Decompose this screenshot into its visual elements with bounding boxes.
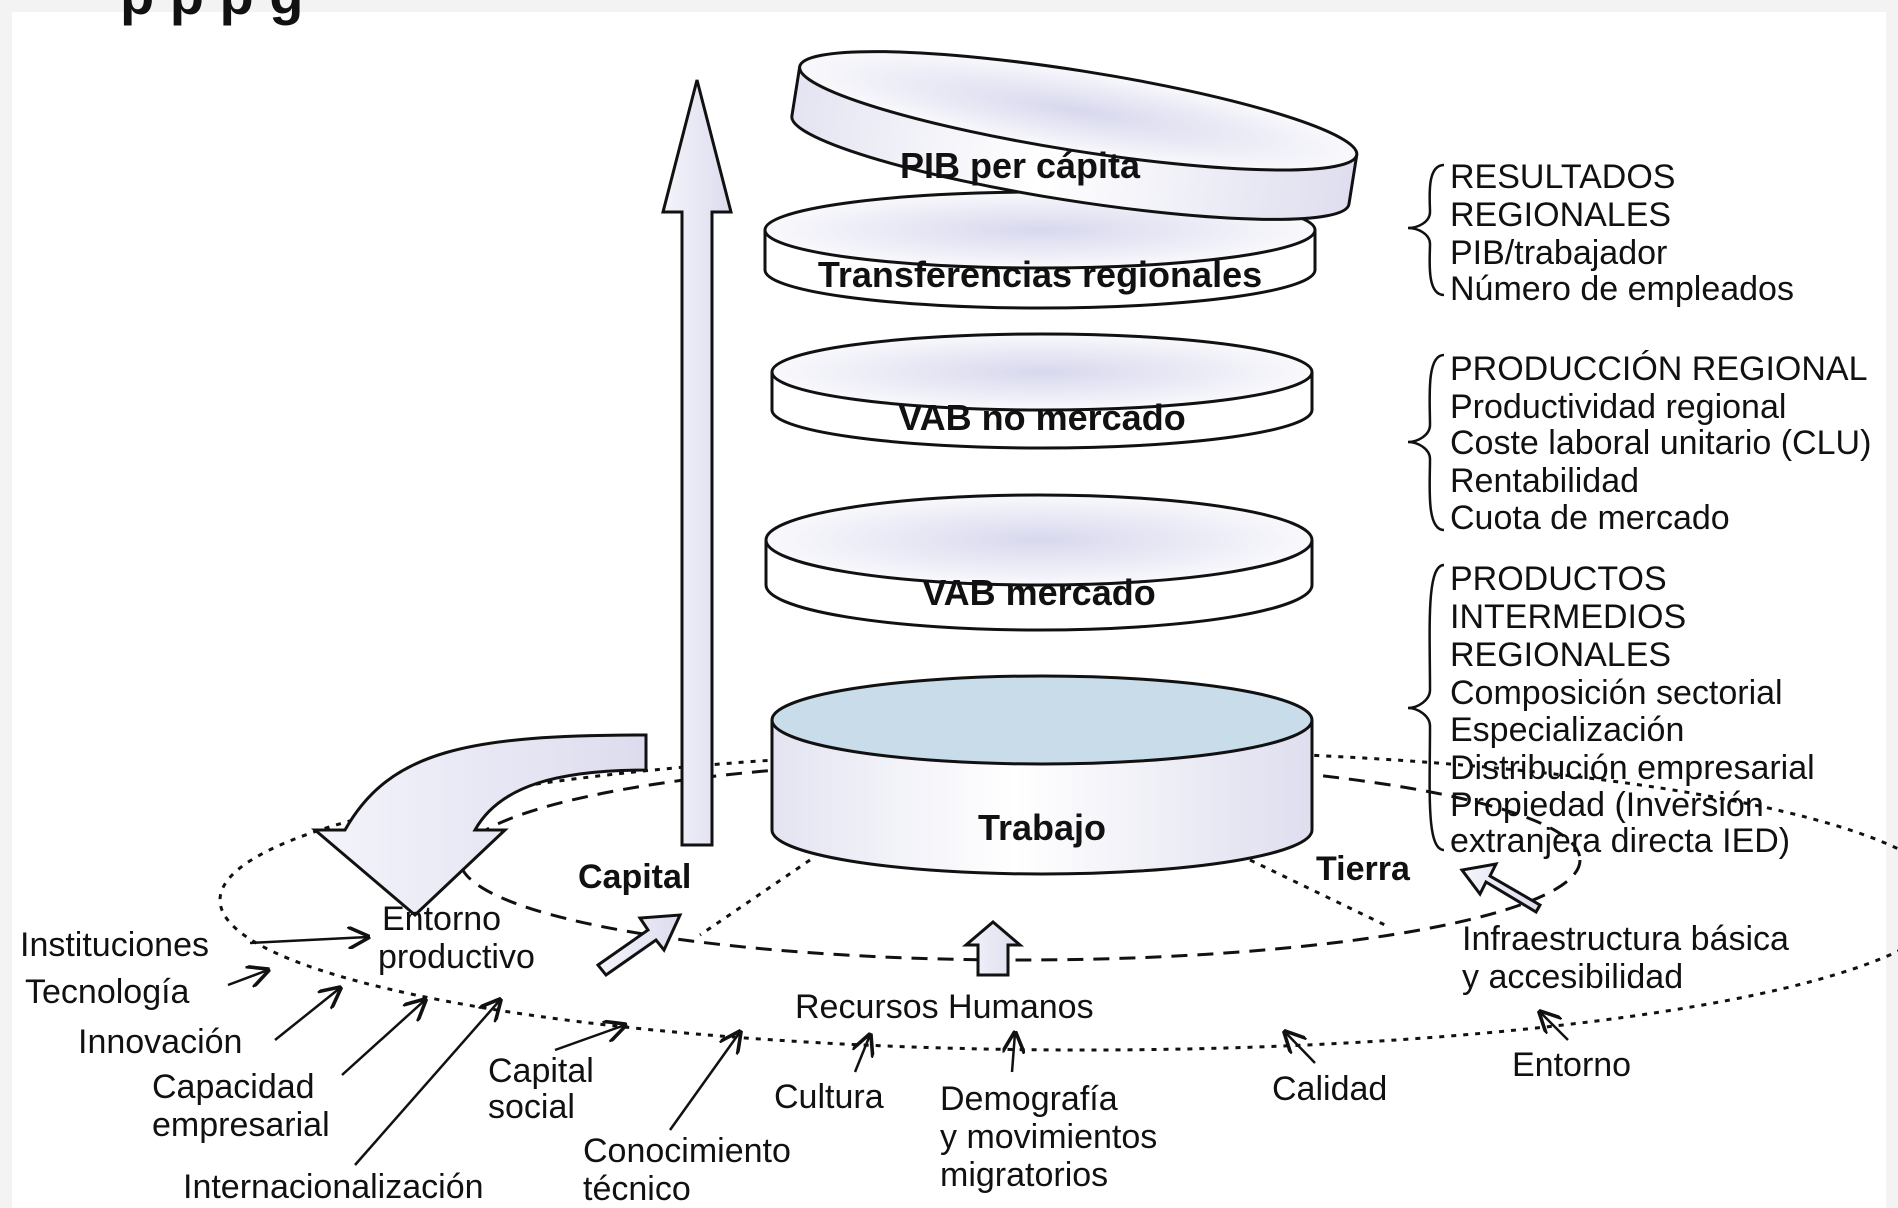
productos-group: PRODUCTOS INTERMEDIOS REGIONALES Composi… [1407, 560, 1815, 860]
entorno-productivo-label-2: productivo [378, 938, 535, 976]
title-fragment: p p p g [120, 0, 304, 26]
svg-text:Rentabilidad: Rentabilidad [1450, 462, 1639, 500]
trabajo-top [770, 674, 1314, 766]
growth-vertical-arrow [661, 79, 733, 847]
tierra-label: Tierra [1316, 850, 1411, 888]
internacionalizacion-arrow [354, 1000, 500, 1166]
demografia-label-2: y movimientos [940, 1118, 1157, 1156]
conocimiento-arrow [668, 1032, 740, 1131]
tecnologia-arrow [227, 970, 268, 985]
instituciones-arrow [249, 937, 368, 943]
demografia-label-1: Demografía [940, 1080, 1118, 1118]
recursos-to-trabajo-arrow [961, 920, 1025, 977]
capacidad-label-2: empresarial [152, 1106, 330, 1144]
vab-no-mercado-disk: VAB no mercado [770, 332, 1314, 450]
capital-social-arrow [554, 1025, 625, 1052]
influence-arrows [227, 937, 1569, 1166]
tecnologia-label: Tecnología [25, 973, 190, 1011]
entorno-to-capital-arrow [595, 913, 683, 978]
feedback-curved-arrow [310, 733, 648, 918]
svg-text:REGIONALES: REGIONALES [1450, 636, 1671, 674]
recursos-humanos-label: Recursos Humanos [795, 988, 1094, 1026]
entorno-productivo-label-1: Entorno [382, 900, 501, 938]
vab-no-mercado-label: VAB no mercado [898, 397, 1185, 438]
demografia-label-3: migratorios [940, 1156, 1108, 1194]
capital-social-label-1: Capital [488, 1052, 594, 1090]
transferencias-label: Transferencias regionales [818, 254, 1262, 295]
svg-text:Especialización: Especialización [1450, 711, 1684, 749]
innovacion-arrow [274, 988, 340, 1041]
svg-text:Cuota de mercado: Cuota de mercado [1450, 499, 1730, 537]
vab-mercado-label: VAB mercado [922, 572, 1155, 613]
capacidad-label-1: Capacidad [152, 1068, 315, 1106]
capital-label: Capital [578, 858, 691, 896]
svg-text:Distribución empresarial: Distribución empresarial [1450, 749, 1815, 787]
svg-text:PRODUCCIÓN REGIONAL: PRODUCCIÓN REGIONAL [1450, 350, 1868, 388]
entorno-label: Entorno [1512, 1046, 1631, 1084]
cultura-arrow [855, 1035, 870, 1073]
pib-per-capita-label: PIB per cápita [900, 145, 1141, 186]
vab-mercado-disk: VAB mercado [764, 493, 1314, 632]
capital-social-label-2: social [488, 1088, 575, 1126]
trabajo-cylinder: Trabajo [770, 674, 1314, 876]
entorno-arrow [1540, 1012, 1569, 1041]
svg-text:Número de empleados: Número de empleados [1450, 270, 1794, 308]
instituciones-label: Instituciones [20, 926, 209, 964]
calidad-label: Calidad [1272, 1070, 1387, 1108]
triangle-line-left [699, 858, 811, 937]
transferencias-disk: Transferencias regionales [763, 190, 1317, 310]
produccion-group: PRODUCCIÓN REGIONAL Productividad region… [1407, 350, 1871, 537]
svg-text:INTERMEDIOS: INTERMEDIOS [1450, 598, 1686, 636]
demografia-arrow [1012, 1033, 1015, 1073]
infraestructura-label-2: y accesibilidad [1462, 958, 1683, 996]
svg-text:RESULTADOS: RESULTADOS [1450, 158, 1675, 196]
triangle-line-right [1249, 858, 1386, 927]
resultados-group: RESULTADOS REGIONALES PIB/trabajador Núm… [1407, 158, 1794, 308]
svg-text:Productividad regional: Productividad regional [1450, 388, 1786, 426]
calidad-arrow [1285, 1032, 1316, 1064]
innovacion-label: Innovación [78, 1023, 242, 1061]
cultura-label: Cultura [774, 1078, 884, 1116]
conocimiento-label-1: Conocimiento [583, 1132, 791, 1170]
conocimiento-label-2: técnico [583, 1170, 691, 1208]
trabajo-label: Trabajo [978, 807, 1106, 848]
infraestructura-label-1: Infraestructura básica [1462, 920, 1789, 958]
svg-text:PIB/trabajador: PIB/trabajador [1450, 234, 1667, 272]
infra-to-tierra-arrow [1459, 862, 1543, 915]
svg-text:extranjera directa IED): extranjera directa IED) [1450, 822, 1790, 860]
capacidad-arrow [341, 1000, 425, 1076]
svg-text:Composición sectorial: Composición sectorial [1450, 674, 1783, 712]
svg-text:PRODUCTOS: PRODUCTOS [1450, 560, 1667, 598]
svg-text:Coste laboral unitario (CLU): Coste laboral unitario (CLU) [1450, 424, 1871, 462]
svg-text:REGIONALES: REGIONALES [1450, 196, 1671, 234]
internacionalizacion-label: Internacionalización [183, 1168, 484, 1206]
pib-per-capita-disk [790, 50, 1359, 221]
svg-text:Propiedad (Inversión: Propiedad (Inversión [1450, 786, 1764, 824]
